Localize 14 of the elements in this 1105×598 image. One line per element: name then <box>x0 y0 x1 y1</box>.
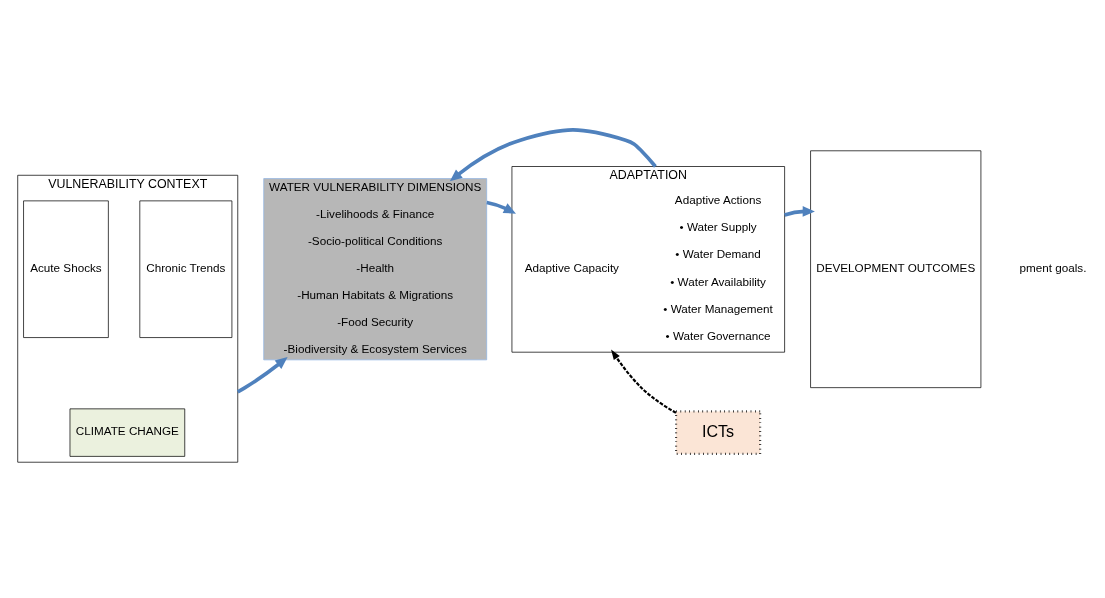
node-box: Chronic Trends <box>139 200 233 338</box>
node-box: CLIMATE CHANGE <box>69 408 186 457</box>
node-box: Acute Shocks <box>23 200 109 338</box>
node-text: Adaptive Capacity <box>524 261 619 274</box>
node-box: ICTs <box>674 410 762 455</box>
label: pment goals. <box>1019 261 1087 274</box>
node-text: Adaptive Actions • Water Supply • Water Demand • Water Availability • Water Management • Water Governance <box>663 193 773 342</box>
node-box: WATER VULNERABILITY DIMENSIONS -Livelihoods & Finance -Socio-political Conditions -Health -Human Habitats & Migrations -Food Security -Biodiversity & Ecosystem Services <box>263 178 488 361</box>
arrow <box>611 349 677 414</box>
node-box: DEVELOPMENT OUTCOMES <box>810 150 982 389</box>
arrow <box>486 200 516 214</box>
arrow <box>784 206 815 217</box>
arrow <box>236 357 288 394</box>
arrow <box>449 128 657 182</box>
